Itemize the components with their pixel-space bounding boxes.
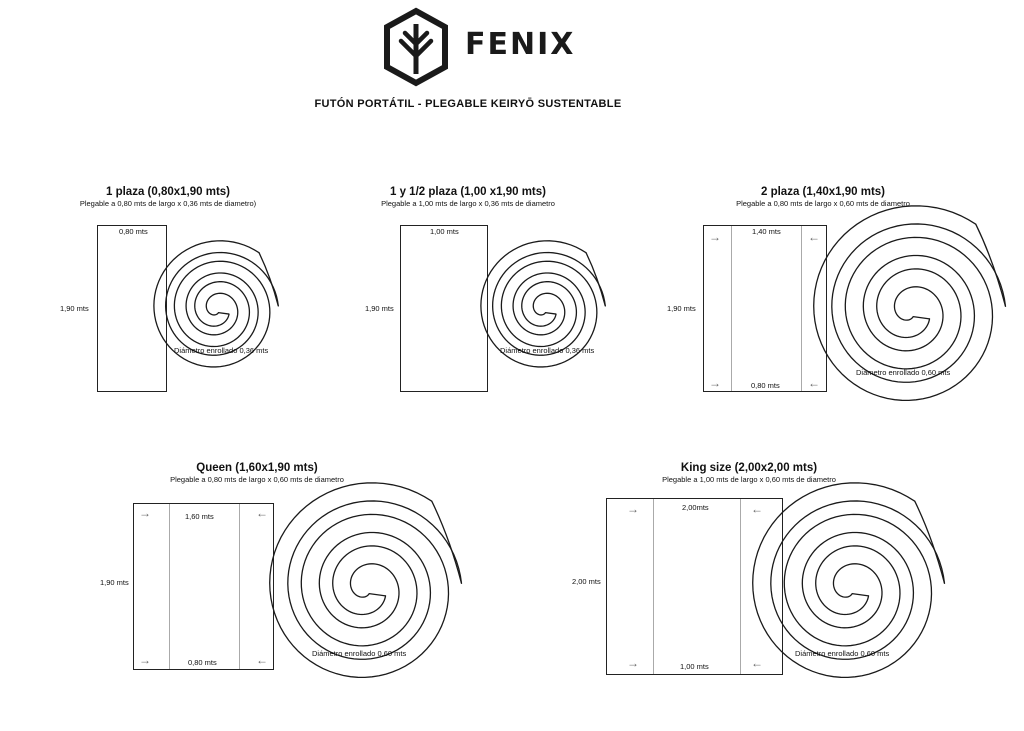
fold-label-queen: 0,80 mts (188, 658, 217, 667)
size-title-1-y-media-plaza: 1 y 1/2 plaza (1,00 x1,90 mts) (390, 186, 546, 198)
arrow-right-icon: → (627, 502, 639, 516)
diameter-label-queen: Diámetro enrollado 0,60 mts (312, 649, 407, 658)
diameter-label-1-y-media-plaza: Diámetro enrollado 0,36 mts (500, 346, 595, 355)
size-subtitle-1-plaza: Plegable a 0,80 mts de largo x 0,36 mts … (79, 199, 257, 208)
height-label-queen: 1,90 mts (100, 578, 129, 587)
arrow-right-icon: → (709, 376, 721, 390)
brand-name: FENIX (465, 27, 576, 62)
fold-line (653, 499, 654, 674)
fold-line (169, 504, 170, 669)
arrow-left-icon: ← (751, 656, 763, 670)
width-label-1-y-media-plaza: 1,00 mts (430, 227, 459, 236)
size-title-king: King size (2,00x2,00 mts) (680, 462, 818, 474)
height-label-1-plaza: 1,90 mts (60, 304, 89, 313)
page-title: FUTÓN PORTÁTIL - PLEGABLE KEIRYŌ SUSTENT… (314, 98, 622, 110)
arrow-right-icon: → (139, 653, 151, 667)
fold-line (731, 226, 732, 391)
width-label-1-plaza: 0,80 mts (119, 227, 148, 236)
arrow-left-icon: ← (808, 376, 820, 390)
fold-label-king: 1,00 mts (680, 662, 709, 671)
diameter-label-2-plaza: Diámetro enrollado 0,60 mts (856, 368, 951, 377)
height-label-1-y-media-plaza: 1,90 mts (365, 304, 394, 313)
fold-line (801, 226, 802, 391)
arrow-left-icon: ← (256, 653, 268, 667)
mattress-outline-queen (133, 503, 274, 670)
height-label-king: 2,00 mts (572, 577, 601, 586)
diameter-label-king: Diámetro enrollado 0,60 mts (795, 649, 890, 658)
height-label-2-plaza: 1,90 mts (667, 304, 696, 313)
rolled-spiral-icon (480, 240, 606, 368)
fenix-logo-icon (381, 7, 451, 87)
arrow-right-icon: → (709, 230, 721, 244)
size-title-2-plaza: 2 plaza (1,40x1,90 mts) (760, 186, 885, 198)
mattress-outline-2-plaza (703, 225, 827, 392)
size-title-queen: Queen (1,60x1,90 mts) (196, 462, 318, 474)
fold-label-2-plaza: 0,80 mts (751, 381, 780, 390)
rolled-spiral-icon (813, 205, 1007, 402)
arrow-left-icon: ← (751, 502, 763, 516)
arrow-left-icon: ← (808, 230, 820, 244)
mattress-outline-1-y-media-plaza (400, 225, 488, 392)
arrow-left-icon: ← (256, 506, 268, 520)
size-subtitle-king: Plegable a 1,00 mts de largo x 0,60 mts … (662, 475, 836, 484)
size-title-1-plaza: 1 plaza (0,80x1,90 mts) (105, 186, 230, 198)
mattress-outline-1-plaza (97, 225, 167, 392)
width-label-king: 2,00mts (682, 503, 709, 512)
width-label-queen: 1,60 mts (185, 512, 214, 521)
rolled-spiral-icon (269, 482, 463, 679)
arrow-right-icon: → (139, 506, 151, 520)
width-label-2-plaza: 1,40 mts (752, 227, 781, 236)
rolled-spiral-icon (153, 240, 279, 368)
size-subtitle-1-y-media-plaza: Plegable a 1,00 mts de largo x 0,36 mts … (381, 199, 555, 208)
arrow-right-icon: → (627, 656, 639, 670)
rolled-spiral-icon (752, 482, 946, 679)
fold-line (740, 499, 741, 674)
fold-line (239, 504, 240, 669)
mattress-outline-king (606, 498, 783, 675)
size-subtitle-queen: Plegable a 0,80 mts de largo x 0,60 mts … (170, 475, 344, 484)
diameter-label-1-plaza: Diámetro enrollado 0,36 mts (174, 346, 269, 355)
size-subtitle-2-plaza: Plegable a 0,80 mts de largo x 0,60 mts … (736, 199, 910, 208)
